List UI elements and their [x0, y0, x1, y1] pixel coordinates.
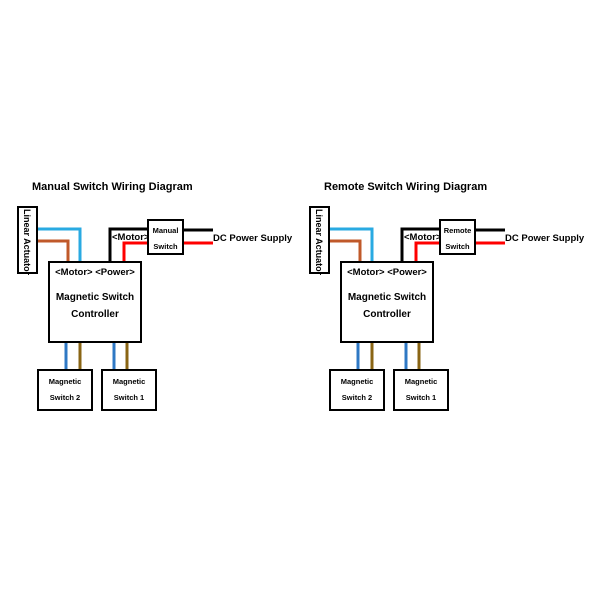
- controller-name-line1: Magnetic Switch: [56, 292, 134, 303]
- magnetic-switch-controller-box: [48, 261, 142, 343]
- actuator-orange-wire: [37, 239, 70, 262]
- controller-ports-label: <Motor> <Power>: [55, 267, 135, 278]
- actuator-blue-wire: [37, 227, 82, 262]
- dc-power-supply-label: DC Power Supply: [213, 233, 293, 244]
- magnetic-switch-1-line2: Switch 1: [406, 393, 436, 402]
- magnetic-switch-2-line1: Magnetic: [341, 377, 374, 386]
- magnetic-switch-2-line2: Switch 2: [342, 393, 372, 402]
- linear-actuator-label: Linear Actuator: [22, 209, 32, 276]
- motor-label: <Motor>: [112, 232, 150, 243]
- power-black-wire: [108, 227, 148, 262]
- magnetic-switch-1-box: [101, 369, 157, 411]
- switch-box: [147, 219, 184, 255]
- dc-power-supply-label: DC Power Supply: [505, 233, 585, 244]
- magnetic-switch-1-box: [393, 369, 449, 411]
- switch-label-line1: Remote: [444, 226, 472, 235]
- power-black-wire: [400, 227, 440, 262]
- power-red-wire: [414, 241, 440, 262]
- actuator-orange-wire: [329, 239, 362, 262]
- switch-label-line2: Switch: [445, 242, 470, 251]
- magnetic-switch-2-line2: Switch 2: [50, 393, 80, 402]
- linear-actuator-box: [309, 206, 330, 274]
- magnetic-switch-1-line1: Magnetic: [113, 377, 146, 386]
- switch-label-line2: Switch: [153, 242, 178, 251]
- motor-label: <Motor>: [404, 232, 442, 243]
- switch-label-line1: Manual: [153, 226, 179, 235]
- linear-actuator-box: [17, 206, 38, 274]
- switch-box: [439, 219, 476, 255]
- magnetic-switch-controller-box: [340, 261, 434, 343]
- controller-ports-label: <Motor> <Power>: [347, 267, 427, 278]
- controller-name-line2: Controller: [363, 309, 411, 320]
- controller-name-line1: Magnetic Switch: [348, 292, 426, 303]
- magnetic-switch-2-box: [329, 369, 385, 411]
- diagram-title: Remote Switch Wiring Diagram: [324, 181, 487, 193]
- diagram-title: Manual Switch Wiring Diagram: [32, 181, 193, 193]
- magnetic-switch-1-line2: Switch 1: [114, 393, 144, 402]
- magnetic-switch-2-line1: Magnetic: [49, 377, 82, 386]
- magnetic-switch-1-line1: Magnetic: [405, 377, 438, 386]
- actuator-blue-wire: [329, 227, 374, 262]
- magnetic-switch-2-box: [37, 369, 93, 411]
- controller-name-line2: Controller: [71, 309, 119, 320]
- linear-actuator-label: Linear Actuator: [314, 209, 324, 276]
- power-red-wire: [122, 241, 148, 262]
